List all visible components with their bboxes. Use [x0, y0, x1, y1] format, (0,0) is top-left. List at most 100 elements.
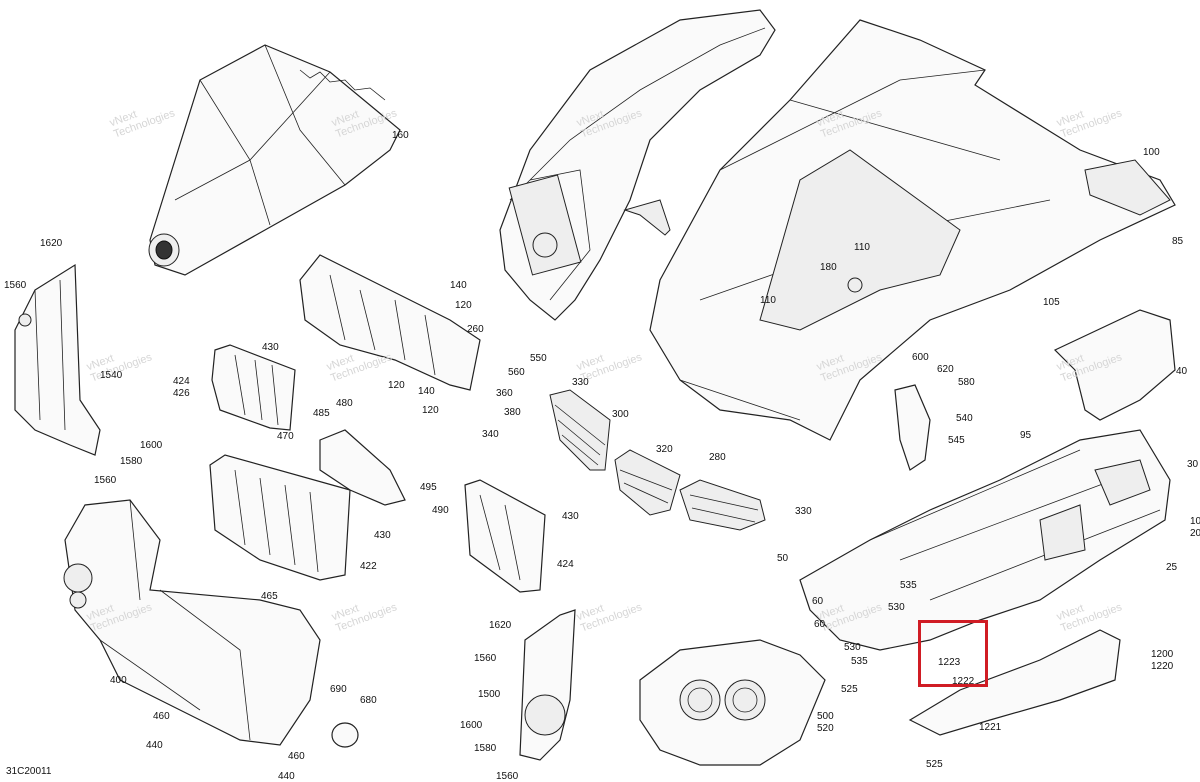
- callout-label[interactable]: 140: [450, 280, 467, 291]
- callout-label[interactable]: 460: [288, 751, 305, 762]
- callout-label[interactable]: 530: [844, 642, 861, 653]
- callout-label[interactable]: 320: [656, 444, 673, 455]
- callout-label[interactable]: 120: [422, 405, 439, 416]
- callout-label[interactable]: 520: [817, 723, 834, 734]
- callout-label[interactable]: 160: [392, 130, 409, 141]
- part-1200-lower-panel[interactable]: [908, 629, 1121, 736]
- callout-label[interactable]: 1221: [979, 722, 1002, 733]
- part-1500-side-panel[interactable]: [519, 609, 576, 761]
- part-160-nose-panel[interactable]: [148, 44, 401, 276]
- part-320-mesh-grille[interactable]: [614, 449, 681, 516]
- callout-label[interactable]: 620: [937, 364, 954, 375]
- callout-label[interactable]: 540: [956, 413, 973, 424]
- callout-label[interactable]: 465: [261, 591, 278, 602]
- callout-label[interactable]: 95: [1020, 430, 1032, 441]
- callout-label[interactable]: 1560: [474, 653, 497, 664]
- part-680-cap[interactable]: [331, 722, 359, 748]
- callout-label[interactable]: 1500: [478, 689, 501, 700]
- callout-label[interactable]: 140: [418, 386, 435, 397]
- callout-label[interactable]: 422: [360, 561, 377, 572]
- callout-label[interactable]: 60: [814, 619, 826, 630]
- callout-label[interactable]: 535: [851, 656, 868, 667]
- part-40-panel[interactable]: [1053, 309, 1176, 421]
- callout-label[interactable]: 25: [1166, 562, 1178, 573]
- callout-label[interactable]: 430: [262, 342, 279, 353]
- callout-label[interactable]: 500: [817, 711, 834, 722]
- callout-label[interactable]: 580: [958, 377, 975, 388]
- part-280-mesh-grille[interactable]: [679, 479, 766, 531]
- callout-label[interactable]: 525: [926, 759, 943, 770]
- callout-label[interactable]: 1223: [938, 657, 961, 668]
- callout-label[interactable]: 110: [760, 295, 776, 306]
- callout-label[interactable]: 525: [841, 684, 858, 695]
- callout-label[interactable]: 480: [336, 398, 353, 409]
- callout-label[interactable]: 680: [360, 695, 377, 706]
- part-422-grille[interactable]: [209, 454, 351, 581]
- callout-label[interactable]: 120: [455, 300, 472, 311]
- callout-label[interactable]: 20: [1190, 528, 1200, 539]
- callout-label[interactable]: 460: [153, 711, 170, 722]
- callout-label[interactable]: 100: [1143, 147, 1160, 158]
- callout-label[interactable]: 1560: [496, 771, 519, 782]
- callout-label[interactable]: 280: [709, 452, 726, 463]
- callout-label[interactable]: 545: [948, 435, 965, 446]
- part-1540-side-panel[interactable]: [14, 263, 101, 456]
- callout-label[interactable]: 85: [1172, 236, 1184, 247]
- callout-label[interactable]: 110: [854, 242, 870, 253]
- part-400-lower-front[interactable]: [63, 499, 321, 746]
- callout-label[interactable]: 490: [432, 505, 449, 516]
- callout-label[interactable]: 485: [313, 408, 330, 419]
- part-500-lower-fender[interactable]: [639, 639, 826, 766]
- callout-label[interactable]: 60: [812, 596, 824, 607]
- callout-label[interactable]: 105: [1043, 297, 1060, 308]
- callout-label[interactable]: 1580: [120, 456, 143, 467]
- part-424-light-housing[interactable]: [211, 344, 296, 431]
- callout-label[interactable]: 535: [900, 580, 917, 591]
- callout-label[interactable]: 50: [777, 553, 789, 564]
- callout-label[interactable]: 380: [504, 407, 521, 418]
- callout-label[interactable]: 330: [572, 377, 589, 388]
- callout-label[interactable]: 550: [530, 353, 547, 364]
- callout-label[interactable]: 330: [795, 506, 812, 517]
- callout-label[interactable]: 1540: [100, 370, 123, 381]
- callout-label[interactable]: 340: [482, 429, 499, 440]
- callout-label[interactable]: 260: [467, 324, 484, 335]
- callout-label[interactable]: 1560: [4, 280, 27, 291]
- callout-label[interactable]: 1560: [94, 475, 117, 486]
- callout-label[interactable]: 1600: [140, 440, 163, 451]
- callout-label[interactable]: 424: [557, 559, 574, 570]
- callout-label[interactable]: 1220: [1151, 661, 1174, 672]
- callout-label[interactable]: 300: [612, 409, 629, 420]
- part-10-right-fender[interactable]: [799, 429, 1171, 651]
- callout-label[interactable]: 400: [110, 675, 127, 686]
- callout-label[interactable]: 40: [1176, 366, 1188, 377]
- callout-label[interactable]: 120: [388, 380, 405, 391]
- callout-label[interactable]: 1620: [489, 620, 512, 631]
- callout-label[interactable]: 600: [912, 352, 929, 363]
- part-424-right-housing[interactable]: [464, 479, 546, 593]
- callout-label[interactable]: 530: [888, 602, 905, 613]
- callout-label[interactable]: 1222: [952, 676, 975, 687]
- part-260-grille-bracket[interactable]: [299, 254, 481, 391]
- callout-label[interactable]: 426: [173, 388, 190, 399]
- part-100-hood[interactable]: [649, 19, 1176, 441]
- part-300-mesh-grille[interactable]: [549, 389, 611, 471]
- callout-label[interactable]: 440: [278, 771, 295, 782]
- callout-label[interactable]: 430: [374, 530, 391, 541]
- callout-label[interactable]: 360: [496, 388, 513, 399]
- callout-label[interactable]: 470: [277, 431, 294, 442]
- callout-label[interactable]: 1600: [460, 720, 483, 731]
- callout-label[interactable]: 1620: [40, 238, 63, 249]
- callout-label[interactable]: 30: [1187, 459, 1199, 470]
- callout-label[interactable]: 424: [173, 376, 190, 387]
- callout-label[interactable]: 495: [420, 482, 437, 493]
- part-490-bracket[interactable]: [319, 429, 406, 506]
- callout-label[interactable]: 180: [820, 262, 837, 273]
- callout-label[interactable]: 10: [1190, 516, 1200, 527]
- callout-label[interactable]: 690: [330, 684, 347, 695]
- callout-label[interactable]: 1580: [474, 743, 497, 754]
- part-30-upper-fender[interactable]: [499, 9, 776, 321]
- part-540-bracket[interactable]: [894, 384, 931, 471]
- callout-label[interactable]: 440: [146, 740, 163, 751]
- callout-label[interactable]: 1200: [1151, 649, 1174, 660]
